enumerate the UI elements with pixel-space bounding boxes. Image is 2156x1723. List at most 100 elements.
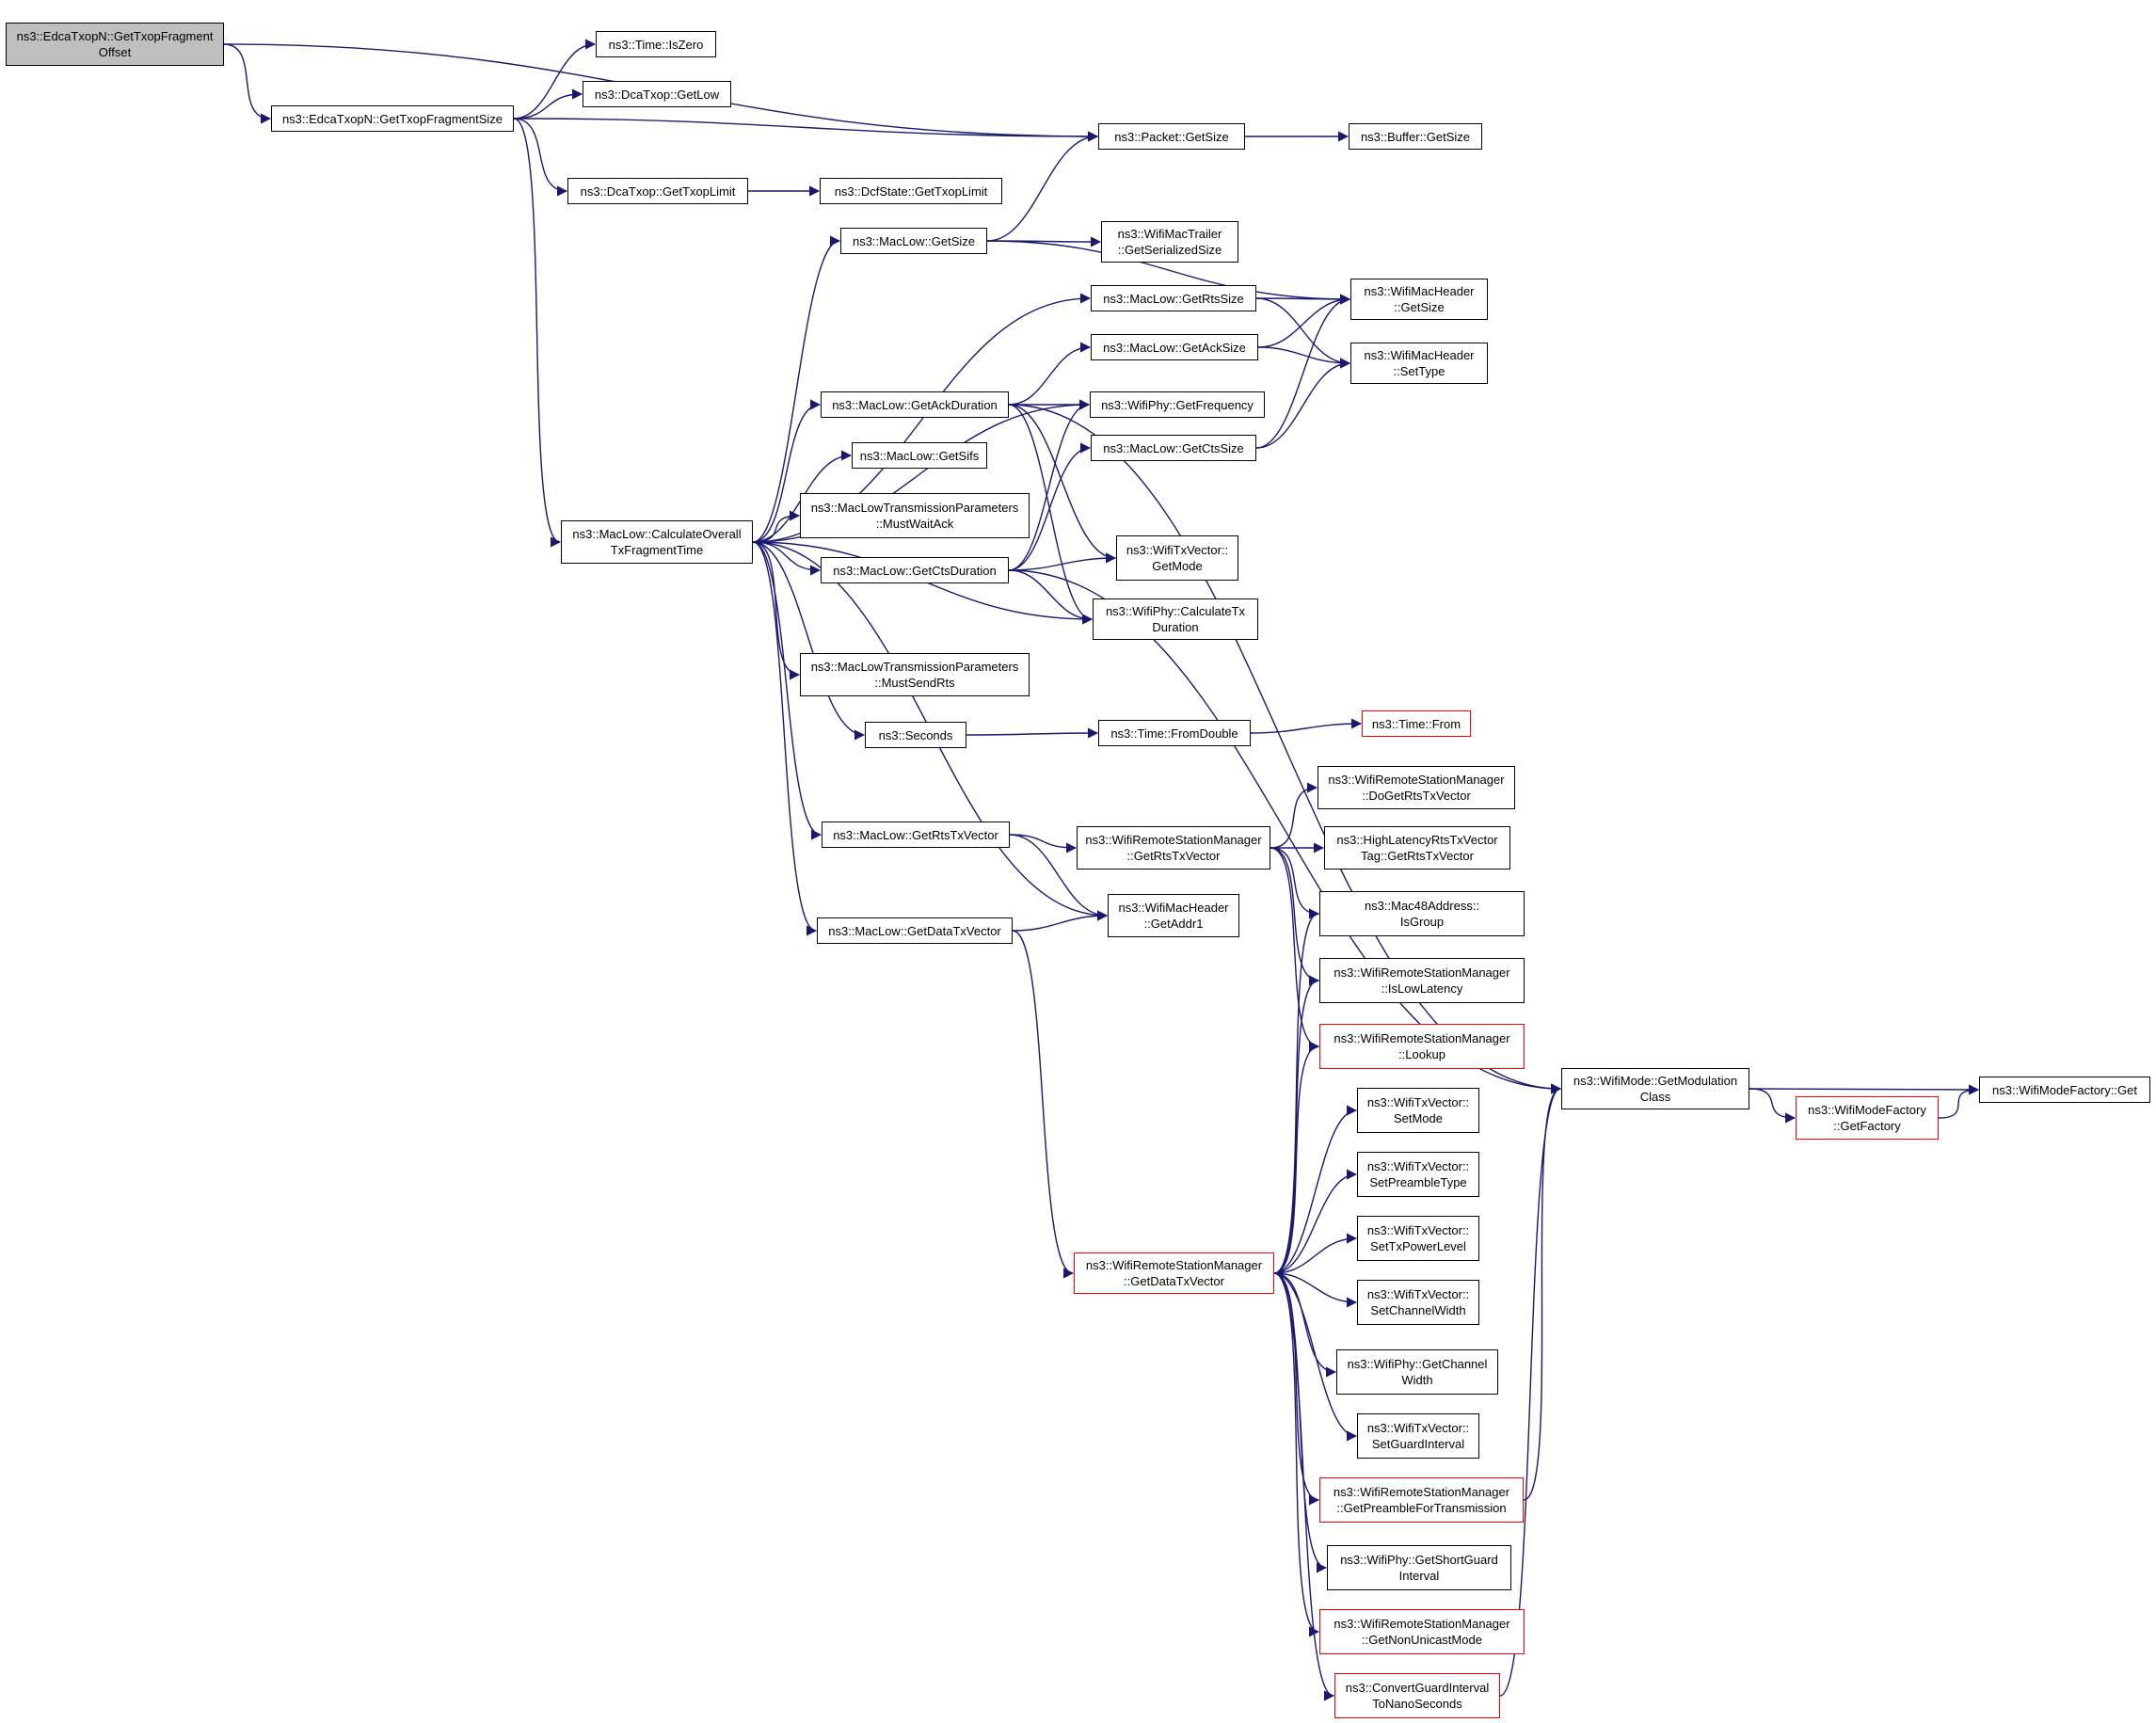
node-rtssize[interactable]: ns3::MacLow::GetRtsSize (1091, 285, 1256, 311)
edge-rsmdata-to-setmode (1273, 1105, 1358, 1274)
node-setpow[interactable]: ns3::WifiTxVector::SetTxPowerLevel (1357, 1216, 1479, 1261)
edge-gtfs-to-packetsize (513, 118, 1099, 142)
node-label: ns3::WifiMacHeader (1364, 348, 1475, 362)
edge-gtfs-to-gettxoplimit (513, 118, 568, 197)
node-rsmdata[interactable]: ns3::WifiRemoteStationManager::GetDataTx… (1074, 1252, 1274, 1294)
node-label: ns3::WifiTxVector:: (1366, 1223, 1470, 1237)
edge-calc-to-maclowsize (752, 235, 841, 543)
node-from[interactable]: ns3::Time::From (1362, 710, 1471, 737)
node-ctsdur[interactable]: ns3::MacLow::GetCtsDuration (821, 557, 1009, 583)
node-getlow[interactable]: ns3::DcaTxop::GetLow (583, 81, 731, 107)
node-iszero[interactable]: ns3::Time::IsZero (596, 31, 716, 57)
edge-calc-to-seconds (752, 541, 866, 741)
node-label: ns3::MacLow::GetDataTxVector (828, 923, 1001, 938)
edge-maclowsize-to-hdrsize (986, 240, 1351, 305)
node-label: ns3::WifiPhy::CalculateTx (1105, 604, 1246, 618)
node-label: ns3::DcaTxop::GetLow (594, 87, 720, 102)
node-label: ns3::ConvertGuardInterval (1345, 1681, 1490, 1695)
node-datatx[interactable]: ns3::MacLow::GetDataTxVector (817, 917, 1013, 944)
node-packetsize[interactable]: ns3::Packet::GetSize (1098, 123, 1245, 150)
node-label: ns3::DcfState::GetTxopLimit (834, 183, 988, 199)
edge-calc-to-datatx (752, 541, 818, 936)
node-dogetrts[interactable]: ns3::WifiRemoteStationManager::DoGetRtsT… (1318, 766, 1515, 809)
node-isgroup[interactable]: ns3::Mac48Address::IsGroup (1319, 891, 1525, 936)
node-label: ns3::WifiRemoteStationManager (1334, 965, 1510, 980)
node-label: ns3::Mac48Address:: (1364, 899, 1480, 913)
edge-calc-to-ackdur (752, 399, 822, 543)
node-sendrts[interactable]: ns3::MacLowTransmissionParameters::MustS… (800, 653, 1030, 696)
node-sifs[interactable]: ns3::MacLow::GetSifs (852, 442, 987, 469)
node-rsmrts[interactable]: ns3::WifiRemoteStationManager::GetRtsTxV… (1077, 826, 1270, 869)
node-gtfs[interactable]: ns3::EdcaTxopN::GetTxopFragmentSize (271, 105, 514, 132)
node-addr1[interactable]: ns3::WifiMacHeader::GetAddr1 (1108, 894, 1239, 937)
node-buffersize[interactable]: ns3::Buffer::GetSize (1349, 123, 1482, 150)
edge-acksize-to-hdrsize (1257, 294, 1351, 348)
node-getfactory[interactable]: ns3::WifiModeFactory::GetFactory (1796, 1096, 1939, 1140)
node-freq[interactable]: ns3::WifiPhy::GetFrequency (1090, 391, 1265, 418)
node-label: ns3::EdcaTxopN::GetTxopFragment (16, 29, 214, 43)
node-label: ns3::Seconds (878, 727, 953, 742)
node-rtstx[interactable]: ns3::MacLow::GetRtsTxVector (822, 822, 1010, 848)
edge-convgi-to-modclass (1499, 1083, 1562, 1697)
node-label: ns3::MacLow::GetSize (852, 233, 976, 248)
edge-ctssize-to-settype (1255, 358, 1351, 449)
node-setpre[interactable]: ns3::WifiTxVector::SetPreambleType (1357, 1152, 1479, 1197)
edge-rsmdata-to-preamble (1273, 1272, 1320, 1506)
node-acksize[interactable]: ns3::MacLow::GetAckSize (1091, 334, 1258, 360)
edge-rsmdata-to-setgi (1273, 1272, 1358, 1442)
edge-calc-to-sendrts (752, 541, 801, 680)
node-maclowsize[interactable]: ns3::MacLow::GetSize (840, 228, 987, 254)
node-lowlat[interactable]: ns3::WifiRemoteStationManager::IsLowLate… (1319, 958, 1525, 1003)
node-gettxoplimit[interactable]: ns3::DcaTxop::GetTxopLimit (567, 178, 748, 204)
node-label: TxFragmentTime (610, 543, 704, 557)
node-label: ns3::WifiTxVector:: (1366, 1095, 1470, 1109)
node-seconds[interactable]: ns3::Seconds (865, 722, 966, 748)
node-dcfstate[interactable]: ns3::DcfState::GetTxopLimit (820, 178, 1002, 204)
node-label: ns3::Time::From (1371, 716, 1461, 731)
node-label: ns3::Time::IsZero (608, 37, 704, 52)
node-label: ns3::WifiMacTrailer (1117, 227, 1222, 241)
node-setgi[interactable]: ns3::WifiTxVector::SetGuardInterval (1357, 1413, 1479, 1459)
node-lookup[interactable]: ns3::WifiRemoteStationManager::Lookup (1319, 1024, 1525, 1069)
node-fromdouble[interactable]: ns3::Time::FromDouble (1098, 720, 1251, 746)
node-label: SetTxPowerLevel (1370, 1239, 1466, 1253)
node-getmode[interactable]: ns3::WifiTxVector::GetMode (1116, 535, 1238, 581)
node-label: ns3::Buffer::GetSize (1360, 129, 1471, 144)
edge-acksize-to-settype (1257, 346, 1351, 369)
edge-datatx-to-rsmdata (1012, 930, 1075, 1279)
node-nonuni[interactable]: ns3::WifiRemoteStationManager::GetNonUni… (1319, 1609, 1525, 1654)
edge-preamble-to-modclass (1523, 1083, 1562, 1501)
node-factoryget[interactable]: ns3::WifiModeFactory::Get (1979, 1077, 2150, 1103)
node-setmode[interactable]: ns3::WifiTxVector::SetMode (1357, 1088, 1479, 1133)
node-hdrsize[interactable]: ns3::WifiMacHeader::GetSize (1350, 279, 1488, 320)
node-label: ::GetAddr1 (1143, 917, 1204, 931)
node-settype[interactable]: ns3::WifiMacHeader::SetType (1350, 343, 1488, 384)
node-trailer[interactable]: ns3::WifiMacTrailer::GetSerializedSize (1101, 221, 1238, 263)
node-waitack[interactable]: ns3::MacLowTransmissionParameters::MustW… (800, 493, 1030, 538)
node-label: ::GetSize (1394, 300, 1445, 314)
node-label: ns3::MacLow::GetRtsTxVector (833, 827, 998, 842)
node-label: ::Lookup (1398, 1047, 1445, 1061)
edge-rsmrts-to-isgroup (1270, 847, 1320, 919)
edge-datatx-to-addr1 (1012, 910, 1109, 932)
node-ctssize[interactable]: ns3::MacLow::GetCtsSize (1091, 435, 1256, 461)
node-label: ns3::MacLow::GetAckDuration (832, 397, 998, 412)
node-label: ns3::WifiRemoteStationManager (1085, 1258, 1263, 1272)
node-preamble[interactable]: ns3::WifiRemoteStationManager::GetPreamb… (1319, 1477, 1524, 1523)
edge-modclass-to-factoryget (1749, 1084, 1980, 1095)
node-label: ns3::WifiModeFactory::Get (1992, 1082, 2137, 1097)
node-label: ns3::WifiRemoteStationManager (1328, 773, 1505, 787)
edge-gtfs-to-iszero (513, 39, 597, 120)
node-label: ns3::WifiPhy::GetChannel (1347, 1357, 1488, 1371)
node-setcw[interactable]: ns3::WifiTxVector::SetChannelWidth (1357, 1280, 1479, 1325)
edge-maclowsize-to-packetsize (986, 131, 1099, 242)
node-ackdur[interactable]: ns3::MacLow::GetAckDuration (821, 391, 1009, 418)
